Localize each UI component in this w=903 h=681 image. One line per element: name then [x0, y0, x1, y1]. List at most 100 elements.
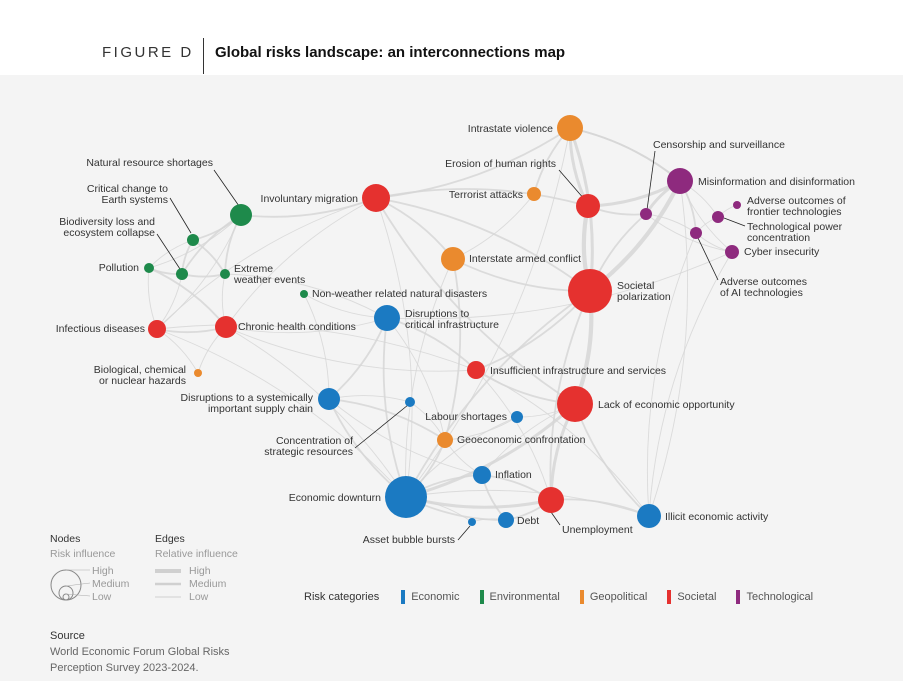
node-biological[interactable] — [194, 369, 202, 377]
legend-edge-low: Low — [189, 591, 209, 603]
edge-censorship-cyber — [645, 213, 733, 253]
label-terrorist: Terrorist attacks — [449, 189, 523, 201]
node-infectious[interactable] — [148, 320, 166, 338]
label-insufficient-infra: Insufficient infrastructure and services — [490, 365, 666, 377]
category-economic: Economic — [401, 590, 460, 604]
node-adverse-ai[interactable] — [690, 227, 702, 239]
nodes-legend-title: Nodes — [50, 533, 80, 545]
legend-edge-medium: Medium — [189, 578, 227, 590]
edge-involuntary_migration-economic_downturn — [375, 197, 413, 498]
edge-illicit-cyber — [648, 251, 733, 517]
node-illicit[interactable] — [637, 504, 661, 528]
node-cyber[interactable] — [725, 245, 739, 259]
edge-illicit-adverse_ai — [646, 232, 697, 517]
edges-legend: Edges Relative influence High Medium Low — [155, 533, 238, 603]
node-tech-power[interactable] — [712, 211, 724, 223]
edge-supply_chain-inflation — [328, 398, 483, 476]
node-disruptions-ci[interactable] — [374, 305, 400, 331]
node-societal-polarization[interactable] — [568, 269, 612, 313]
edge-critical_change-extreme_weather — [192, 239, 226, 275]
legend-node-high-circle — [50, 569, 82, 601]
legend-node-low-circle — [62, 593, 70, 601]
node-labour[interactable] — [511, 411, 523, 423]
node-terrorist[interactable] — [527, 187, 541, 201]
node-interstate[interactable] — [441, 247, 465, 271]
edge-misinformation-erosion_rights — [587, 179, 681, 208]
node-critical-change[interactable] — [187, 234, 199, 246]
node-biodiversity[interactable] — [176, 268, 188, 280]
node-unemployment[interactable] — [538, 487, 564, 513]
node-lack-opportunity[interactable] — [557, 386, 593, 422]
edge-supply_chain-geoeconomic — [328, 398, 446, 441]
node-non-weather[interactable] — [300, 290, 308, 298]
node-inflation[interactable] — [473, 466, 491, 484]
label-infectious: Infectious diseases — [56, 323, 145, 335]
risk-categories-legend: Risk categories Economic Environmental G… — [304, 590, 833, 604]
node-intrastate-violence[interactable] — [557, 115, 583, 141]
label-lack-opportunity: Lack of economic opportunity — [598, 399, 735, 411]
edge-economic_downturn-illicit — [405, 489, 650, 517]
label-economic-downturn: Economic downturn — [289, 492, 381, 504]
node-concentration-resources[interactable] — [405, 397, 415, 407]
node-adverse-frontier[interactable] — [733, 201, 741, 209]
edge-disruptions_ci-economic_downturn — [382, 317, 407, 498]
label-non-weather: Non-weather related natural disasters — [312, 288, 487, 300]
edge-misinformation-intrastate_violence — [569, 127, 681, 182]
edge-disruptions_ci-cyber — [386, 251, 733, 320]
leader-asset-bubble — [457, 525, 471, 541]
edge-intrastate_violence-economic_downturn — [405, 127, 571, 498]
header-divider — [203, 38, 204, 74]
edge-societal_polarization-involuntary_migration — [375, 197, 591, 292]
node-natural-resource[interactable] — [230, 204, 252, 226]
node-pollution[interactable] — [144, 263, 154, 273]
edge-terrorist-interstate — [452, 193, 535, 260]
edge-chronic-insufficient_infra — [225, 326, 477, 372]
label-misinformation: Misinformation and disinformation — [698, 176, 855, 188]
figure-header: FIGURE D Global risks landscape: an inte… — [0, 0, 903, 75]
edge-lack_opportunity-illicit — [574, 403, 650, 517]
source-block: Source World Economic Forum Global Risks… — [50, 628, 230, 676]
node-insufficient-infra[interactable] — [467, 361, 485, 379]
node-extreme-weather[interactable] — [220, 269, 230, 279]
leader-adverse-ai — [697, 237, 719, 281]
node-chronic[interactable] — [215, 316, 237, 338]
leader-unemployment — [550, 511, 561, 526]
legend-node-low: Low — [92, 591, 112, 603]
legend-node-medium: Medium — [92, 578, 130, 590]
category-environmental: Environmental — [479, 590, 560, 604]
source-title: Source — [50, 630, 85, 642]
node-supply-chain[interactable] — [318, 388, 340, 410]
leader-critical-change — [169, 197, 192, 234]
edge-interstate-geoeconomic — [444, 258, 462, 441]
node-economic-downturn[interactable] — [385, 476, 427, 518]
legend-node-high: High — [92, 565, 114, 577]
leader-natural-resource — [213, 169, 240, 207]
node-erosion-rights[interactable] — [576, 194, 600, 218]
label-unemployment: Unemployment — [562, 524, 633, 536]
legend-node-medium-circle — [58, 585, 74, 601]
node-involuntary-migration[interactable] — [362, 184, 390, 212]
network-canvas — [0, 75, 903, 681]
label-intrastate-violence: Intrastate violence — [468, 123, 553, 135]
label-pollution: Pollution — [99, 262, 139, 274]
node-debt[interactable] — [498, 512, 514, 528]
label-asset-bubble: Asset bubble bursts — [363, 534, 455, 546]
node-asset-bubble[interactable] — [468, 518, 476, 526]
node-misinformation[interactable] — [667, 168, 693, 194]
legend-edge-high: High — [189, 565, 211, 577]
nodes-layer — [144, 115, 741, 528]
nodes-legend-subtitle: Risk influence — [50, 548, 116, 560]
label-erosion-rights: Erosion of human rights — [445, 158, 556, 170]
risk-categories-title: Risk categories — [304, 591, 380, 603]
edge-economic_downturn-lack_opportunity — [405, 402, 577, 499]
label-chronic: Chronic health conditions — [238, 321, 356, 333]
figure-label: FIGURE D — [102, 44, 194, 61]
node-geoeconomic[interactable] — [437, 432, 453, 448]
node-censorship[interactable] — [640, 208, 652, 220]
